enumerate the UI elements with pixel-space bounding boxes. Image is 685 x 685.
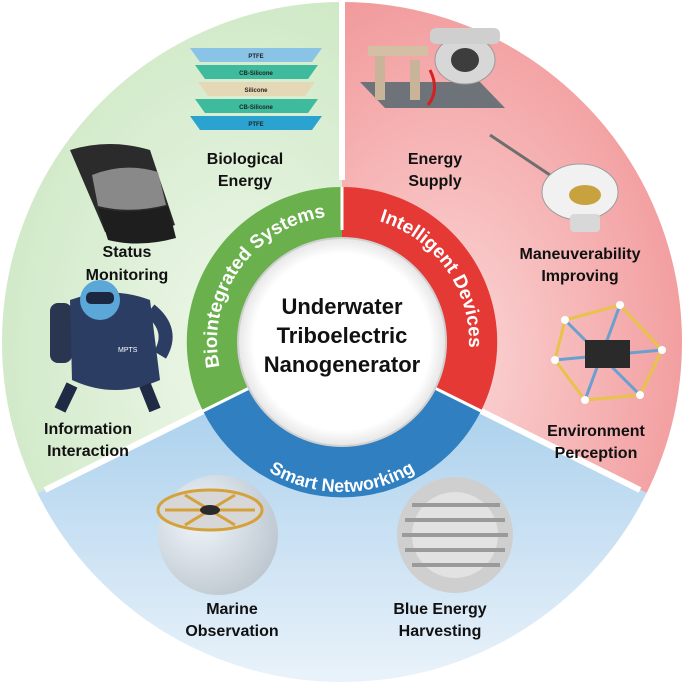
label-blue-energy-harvesting-2: Harvesting <box>399 623 482 640</box>
label-maneuverability-improving-1: Maneuverability <box>520 246 641 263</box>
label-blue-energy-harvesting-1: Blue Energy <box>393 601 486 618</box>
label-environment-perception-1: Environment <box>547 423 645 440</box>
label-status-monitoring-2: Monitoring <box>86 267 169 284</box>
label-marine-observation-2: Observation <box>185 623 278 640</box>
energy-supply-rig-image <box>360 28 505 108</box>
center-title-line2: Triboelectric <box>277 323 408 348</box>
layer-label-5: PTFE <box>248 122 263 128</box>
diver-badge: MPTS <box>118 347 138 354</box>
blue-energy-sphere-image <box>397 477 513 593</box>
center-title-line1: Underwater <box>281 294 402 319</box>
label-energy-supply-2: Supply <box>408 173 461 190</box>
arm-sensor-image <box>70 144 176 244</box>
marine-observation-sphere-image <box>156 475 278 595</box>
label-information-interaction-2: Interaction <box>47 443 129 460</box>
center-circle <box>237 237 447 447</box>
label-biological-energy-1: Biological <box>207 151 283 168</box>
label-information-interaction-1: Information <box>44 421 132 438</box>
label-energy-supply-1: Energy <box>408 151 462 168</box>
underwater-robot-image <box>489 133 619 232</box>
layer-label-4: CB-Silicone <box>239 105 273 111</box>
tensegrity-robot-image <box>551 301 666 404</box>
label-status-monitoring-1: Status <box>103 244 152 261</box>
layer-label-2: CB-Silicone <box>239 71 273 77</box>
layer-label-1: PTFE <box>248 54 263 60</box>
layer-stack-image: PTFE CB-Silicone Silicone CB-Silicone PT… <box>190 48 322 130</box>
layer-label-3: Silicone <box>244 88 268 94</box>
label-marine-observation-1: Marine <box>206 601 258 618</box>
diver-image: MPTS <box>50 280 173 413</box>
label-environment-perception-2: Perception <box>555 445 638 462</box>
label-maneuverability-improving-2: Improving <box>541 268 618 285</box>
center-title-line3: Nanogenerator <box>264 352 421 377</box>
label-biological-energy-2: Energy <box>218 173 272 190</box>
